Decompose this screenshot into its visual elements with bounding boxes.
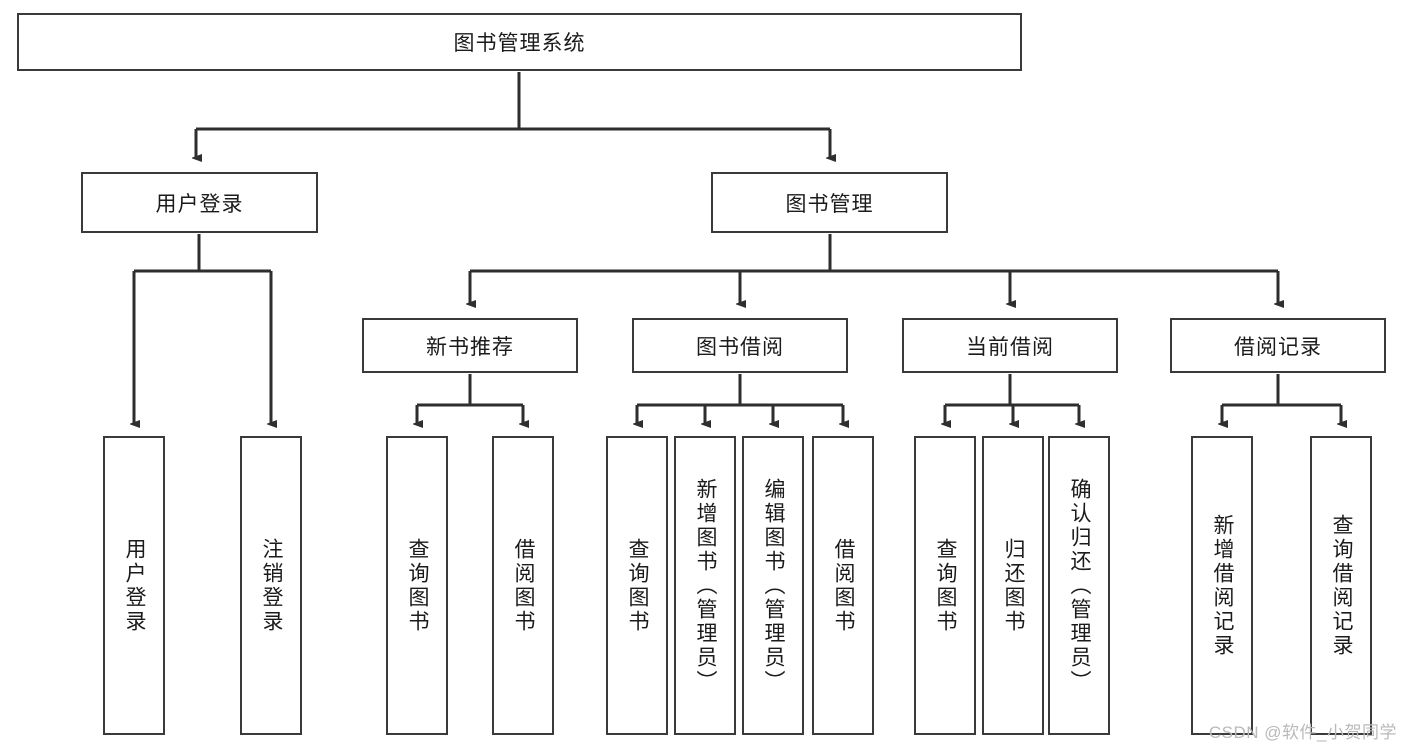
node-label: 确认归还（管理员） — [1068, 477, 1092, 694]
node-user-login[interactable]: 用户登录 — [81, 172, 318, 233]
node-label: 借阅记录 — [1234, 335, 1322, 359]
node-label: 查询图书 — [626, 537, 650, 634]
leaf-book-borrow-2[interactable]: 新增图书（管理员） — [674, 436, 736, 735]
node-label: 编辑图书（管理员） — [762, 477, 786, 694]
node-label: 用户登录 — [155, 192, 244, 216]
node-root-book-management-system[interactable]: 图书管理系统 — [17, 13, 1022, 71]
node-label: 图书管理 — [785, 192, 874, 216]
leaf-user-login-2[interactable]: 注销登录 — [240, 436, 302, 735]
watermark-text: CSDN @软件_小贺同学 — [1208, 723, 1397, 742]
node-label: 借阅图书 — [512, 537, 536, 634]
node-book-borrow[interactable]: 图书借阅 — [632, 318, 848, 373]
node-borrow-record[interactable]: 借阅记录 — [1170, 318, 1386, 373]
leaf-book-borrow-3[interactable]: 编辑图书（管理员） — [742, 436, 804, 735]
node-label: 当前借阅 — [966, 335, 1054, 359]
leaf-user-login-1[interactable]: 用户登录 — [103, 436, 165, 735]
leaf-new-book-recommend-1[interactable]: 查询图书 — [386, 436, 448, 735]
leaf-borrow-record-1[interactable]: 新增借阅记录 — [1191, 436, 1253, 735]
leaf-current-borrow-1[interactable]: 查询图书 — [914, 436, 976, 735]
node-label: 用户登录 — [123, 537, 147, 634]
node-label: 归还图书 — [1002, 537, 1026, 634]
node-label: 借阅图书 — [832, 537, 856, 634]
node-label: 查询图书 — [406, 537, 430, 634]
node-label: 新书推荐 — [426, 335, 514, 359]
node-book-management[interactable]: 图书管理 — [711, 172, 948, 233]
node-label: 图书管理系统 — [453, 32, 586, 55]
node-current-borrow[interactable]: 当前借阅 — [902, 318, 1118, 373]
leaf-book-borrow-1[interactable]: 查询图书 — [606, 436, 668, 735]
node-label: 图书借阅 — [696, 335, 784, 359]
node-label: 查询借阅记录 — [1330, 513, 1354, 658]
leaf-book-borrow-4[interactable]: 借阅图书 — [812, 436, 874, 735]
node-label: 新增图书（管理员） — [694, 477, 718, 694]
node-label: 查询图书 — [934, 537, 958, 634]
node-label: 注销登录 — [260, 537, 284, 634]
leaf-new-book-recommend-2[interactable]: 借阅图书 — [492, 436, 554, 735]
node-label: 新增借阅记录 — [1211, 513, 1235, 658]
leaf-current-borrow-3[interactable]: 确认归还（管理员） — [1048, 436, 1110, 735]
node-new-book-recommend[interactable]: 新书推荐 — [362, 318, 578, 373]
leaf-borrow-record-2[interactable]: 查询借阅记录 — [1310, 436, 1372, 735]
leaf-current-borrow-2[interactable]: 归还图书 — [982, 436, 1044, 735]
